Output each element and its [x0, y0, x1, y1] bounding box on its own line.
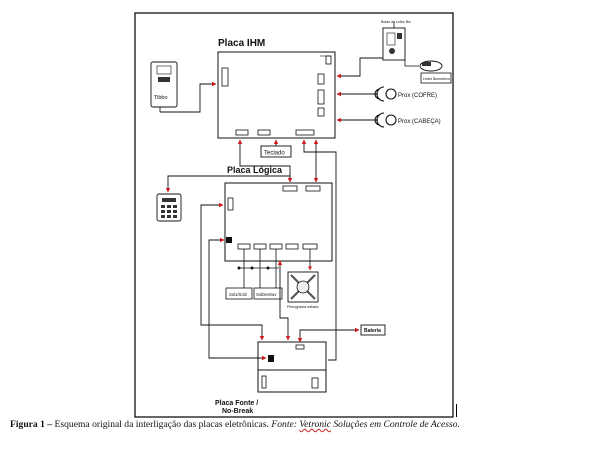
logica-connector	[305, 185, 321, 192]
ihm-board	[217, 51, 336, 139]
sol-destrav-label: SolDestrav	[256, 292, 277, 297]
logica-relay	[226, 237, 232, 243]
tibbo-label: Tibbo	[154, 95, 168, 101]
logica-connector	[227, 197, 234, 211]
ihm-connector	[317, 89, 325, 105]
logica-connector	[269, 243, 283, 250]
fonte-board-title-2: No-Break	[222, 408, 253, 415]
ihm-connector	[325, 55, 332, 65]
logica-connector	[237, 243, 251, 250]
bateria-label: Bateria	[364, 328, 381, 334]
pictograma-module: Pictograma estado	[287, 271, 319, 309]
logica-connector	[302, 243, 318, 250]
fonte-connector	[311, 377, 319, 389]
teclado-label: Teclado	[264, 151, 285, 157]
printer-label: Botao de Leitor Bio	[381, 20, 411, 24]
figure-frame	[134, 12, 454, 418]
caption-text: Esquema original da interligação das pla…	[52, 419, 272, 430]
fonte-connector	[261, 375, 267, 389]
text-cursor	[456, 404, 457, 417]
keypad-module	[156, 193, 182, 222]
biometric-reader: Leitor Biometrico	[419, 60, 452, 84]
figure-caption: Figura 1 – Esquema original da interliga…	[10, 419, 590, 430]
ihm-connector	[235, 129, 249, 136]
pictograma-label: Pictograma estado	[287, 305, 319, 309]
caption-source-rest: Soluções em Controle de Acesso.	[330, 419, 460, 430]
logica-connector	[285, 243, 299, 250]
printer-module: Botao de Leitor Bio	[381, 20, 411, 61]
tibbo-module: Tibbo	[150, 61, 178, 112]
prox-cofre-sensor: Prox (COFRE)	[374, 86, 437, 102]
ihm-board-title: Placa IHM	[218, 38, 265, 49]
prox-cabeca-label: Prox (CABEÇA)	[398, 119, 441, 125]
caption-source-brand: Vetronic	[299, 419, 331, 430]
logica-board-title: Placa Lógica	[227, 165, 283, 175]
caption-label: Figura 1 –	[10, 419, 53, 430]
logica-connector	[253, 243, 267, 250]
ihm-connector	[317, 107, 325, 117]
leitor-biometrico-label: Leitor Biometrico	[423, 77, 450, 81]
fonte-board-title-1: Placa Fonte /	[215, 400, 258, 407]
ihm-connector	[295, 129, 315, 136]
prox-cabeca-sensor: Prox (CABEÇA)	[374, 112, 441, 128]
fonte-board-lower	[257, 369, 327, 393]
ihm-connector	[257, 129, 271, 136]
fonte-connector	[295, 344, 305, 350]
caption-source-label: Fonte:	[271, 419, 300, 430]
ihm-connector	[221, 67, 229, 87]
sol1-sol2-label: Sol1/Sol2	[229, 292, 248, 297]
ihm-connector	[317, 73, 325, 85]
bateria-box	[360, 324, 386, 336]
logica-connector	[282, 185, 298, 192]
prox-cofre-label: Prox (COFRE)	[398, 93, 437, 99]
fonte-connector	[268, 355, 274, 362]
